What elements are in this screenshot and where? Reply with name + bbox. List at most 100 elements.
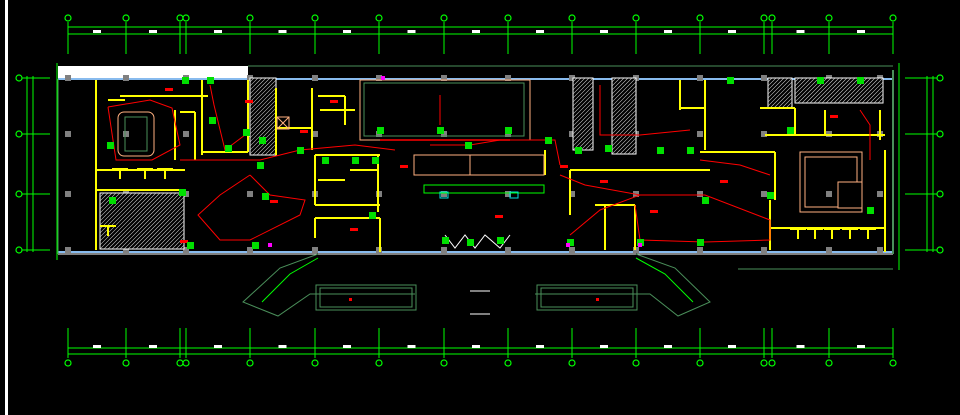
grid-bubble-icon [246, 14, 254, 22]
dimension-text-mark [149, 345, 157, 348]
grid-bubble-icon [375, 14, 383, 22]
device-icon [697, 239, 704, 246]
bench-end [439, 191, 449, 199]
dimension-text-mark [664, 30, 672, 33]
devices [107, 76, 874, 249]
hatch-line [127, 193, 184, 249]
grid-bubble-icon [15, 74, 23, 82]
wiring-circuits [107, 84, 871, 243]
hatch-line [612, 129, 636, 154]
hatch-line [768, 78, 792, 103]
circuit-run [699, 159, 771, 176]
hatch-line [817, 78, 844, 103]
column [65, 247, 71, 253]
hatch-line [781, 97, 792, 108]
hatch-line [103, 193, 161, 249]
meeting-table [117, 111, 155, 157]
hatch-line [576, 133, 593, 150]
hatch-line [119, 193, 177, 249]
device-icon [437, 127, 444, 134]
bench-end [509, 191, 519, 199]
hatch-line [143, 208, 184, 249]
circuit-label [650, 210, 658, 213]
east-ramp [535, 253, 711, 317]
column [247, 191, 253, 197]
grid-bubble-icon [760, 359, 768, 367]
hatch-line [825, 78, 852, 103]
east-ramp-edge [635, 257, 694, 303]
hatch-line [573, 121, 593, 143]
dimension-text-mark [278, 345, 287, 348]
column [826, 247, 832, 253]
hatch-line [612, 78, 636, 103]
column [312, 131, 318, 137]
hatch-group [573, 78, 593, 150]
hatch-line [573, 105, 593, 127]
device-icon [767, 192, 774, 199]
dimension-text-mark [149, 30, 157, 33]
hatch-line [768, 78, 777, 87]
floor-plan [57, 65, 894, 255]
column [183, 247, 189, 253]
dimension-text-mark [93, 30, 101, 33]
device-icon [567, 239, 574, 246]
hatch-line [159, 224, 184, 249]
hatch-line [612, 93, 636, 119]
dimension-text-mark [343, 345, 351, 348]
accent-marker [268, 243, 272, 247]
hatch-line [250, 78, 275, 103]
device-icon [727, 77, 734, 84]
device-icon [687, 147, 694, 154]
device-icon [107, 142, 114, 149]
dimension-text-mark [214, 345, 222, 348]
dimension-text-mark [728, 30, 736, 33]
hatch-line [250, 91, 276, 119]
dimension-text-mark [278, 30, 287, 33]
hatch-line [612, 101, 636, 127]
hatch-line [573, 85, 593, 107]
device-icon [817, 77, 824, 84]
dimension-text-mark [472, 345, 480, 348]
grid-bubble-icon [936, 130, 944, 138]
device-icon [377, 127, 384, 134]
hatch-line [139, 204, 184, 249]
hatch-line [833, 78, 860, 103]
atrium-inner [363, 82, 525, 137]
hatch-line [115, 193, 173, 249]
hatch-line [151, 216, 184, 249]
hatch-line [795, 78, 816, 99]
hatch-line [619, 137, 636, 154]
hatch-line [829, 78, 856, 103]
hatch-line [612, 125, 636, 151]
planter-label [596, 298, 599, 301]
hatch-line [111, 193, 169, 249]
grid-bubble-icon [64, 359, 72, 367]
hatch-line [155, 220, 184, 249]
hatch-line [250, 83, 276, 111]
dimension-text-mark [214, 30, 222, 33]
grid-bubble-icon [182, 14, 190, 22]
device-icon [259, 137, 266, 144]
hatch-line [612, 89, 636, 115]
column [761, 247, 767, 253]
hatch-line [573, 125, 593, 147]
circuit-label [495, 215, 503, 218]
grid-bubble-icon [440, 14, 448, 22]
hatch-line [612, 109, 636, 135]
column [247, 247, 253, 253]
hatch-line [250, 87, 276, 115]
grid-bubble-icon [768, 359, 776, 367]
accent-marker [381, 76, 385, 80]
hatch-line [135, 200, 184, 249]
accent-marker [638, 243, 642, 247]
hatch-line [573, 109, 593, 131]
hatch-line [573, 78, 593, 99]
circuit-label [245, 100, 253, 103]
hatch-line [250, 95, 276, 123]
hatch-line [795, 78, 812, 95]
hatch-line [612, 113, 636, 139]
hatch-line [768, 78, 781, 91]
column [123, 75, 129, 81]
hatch-line [615, 133, 636, 154]
